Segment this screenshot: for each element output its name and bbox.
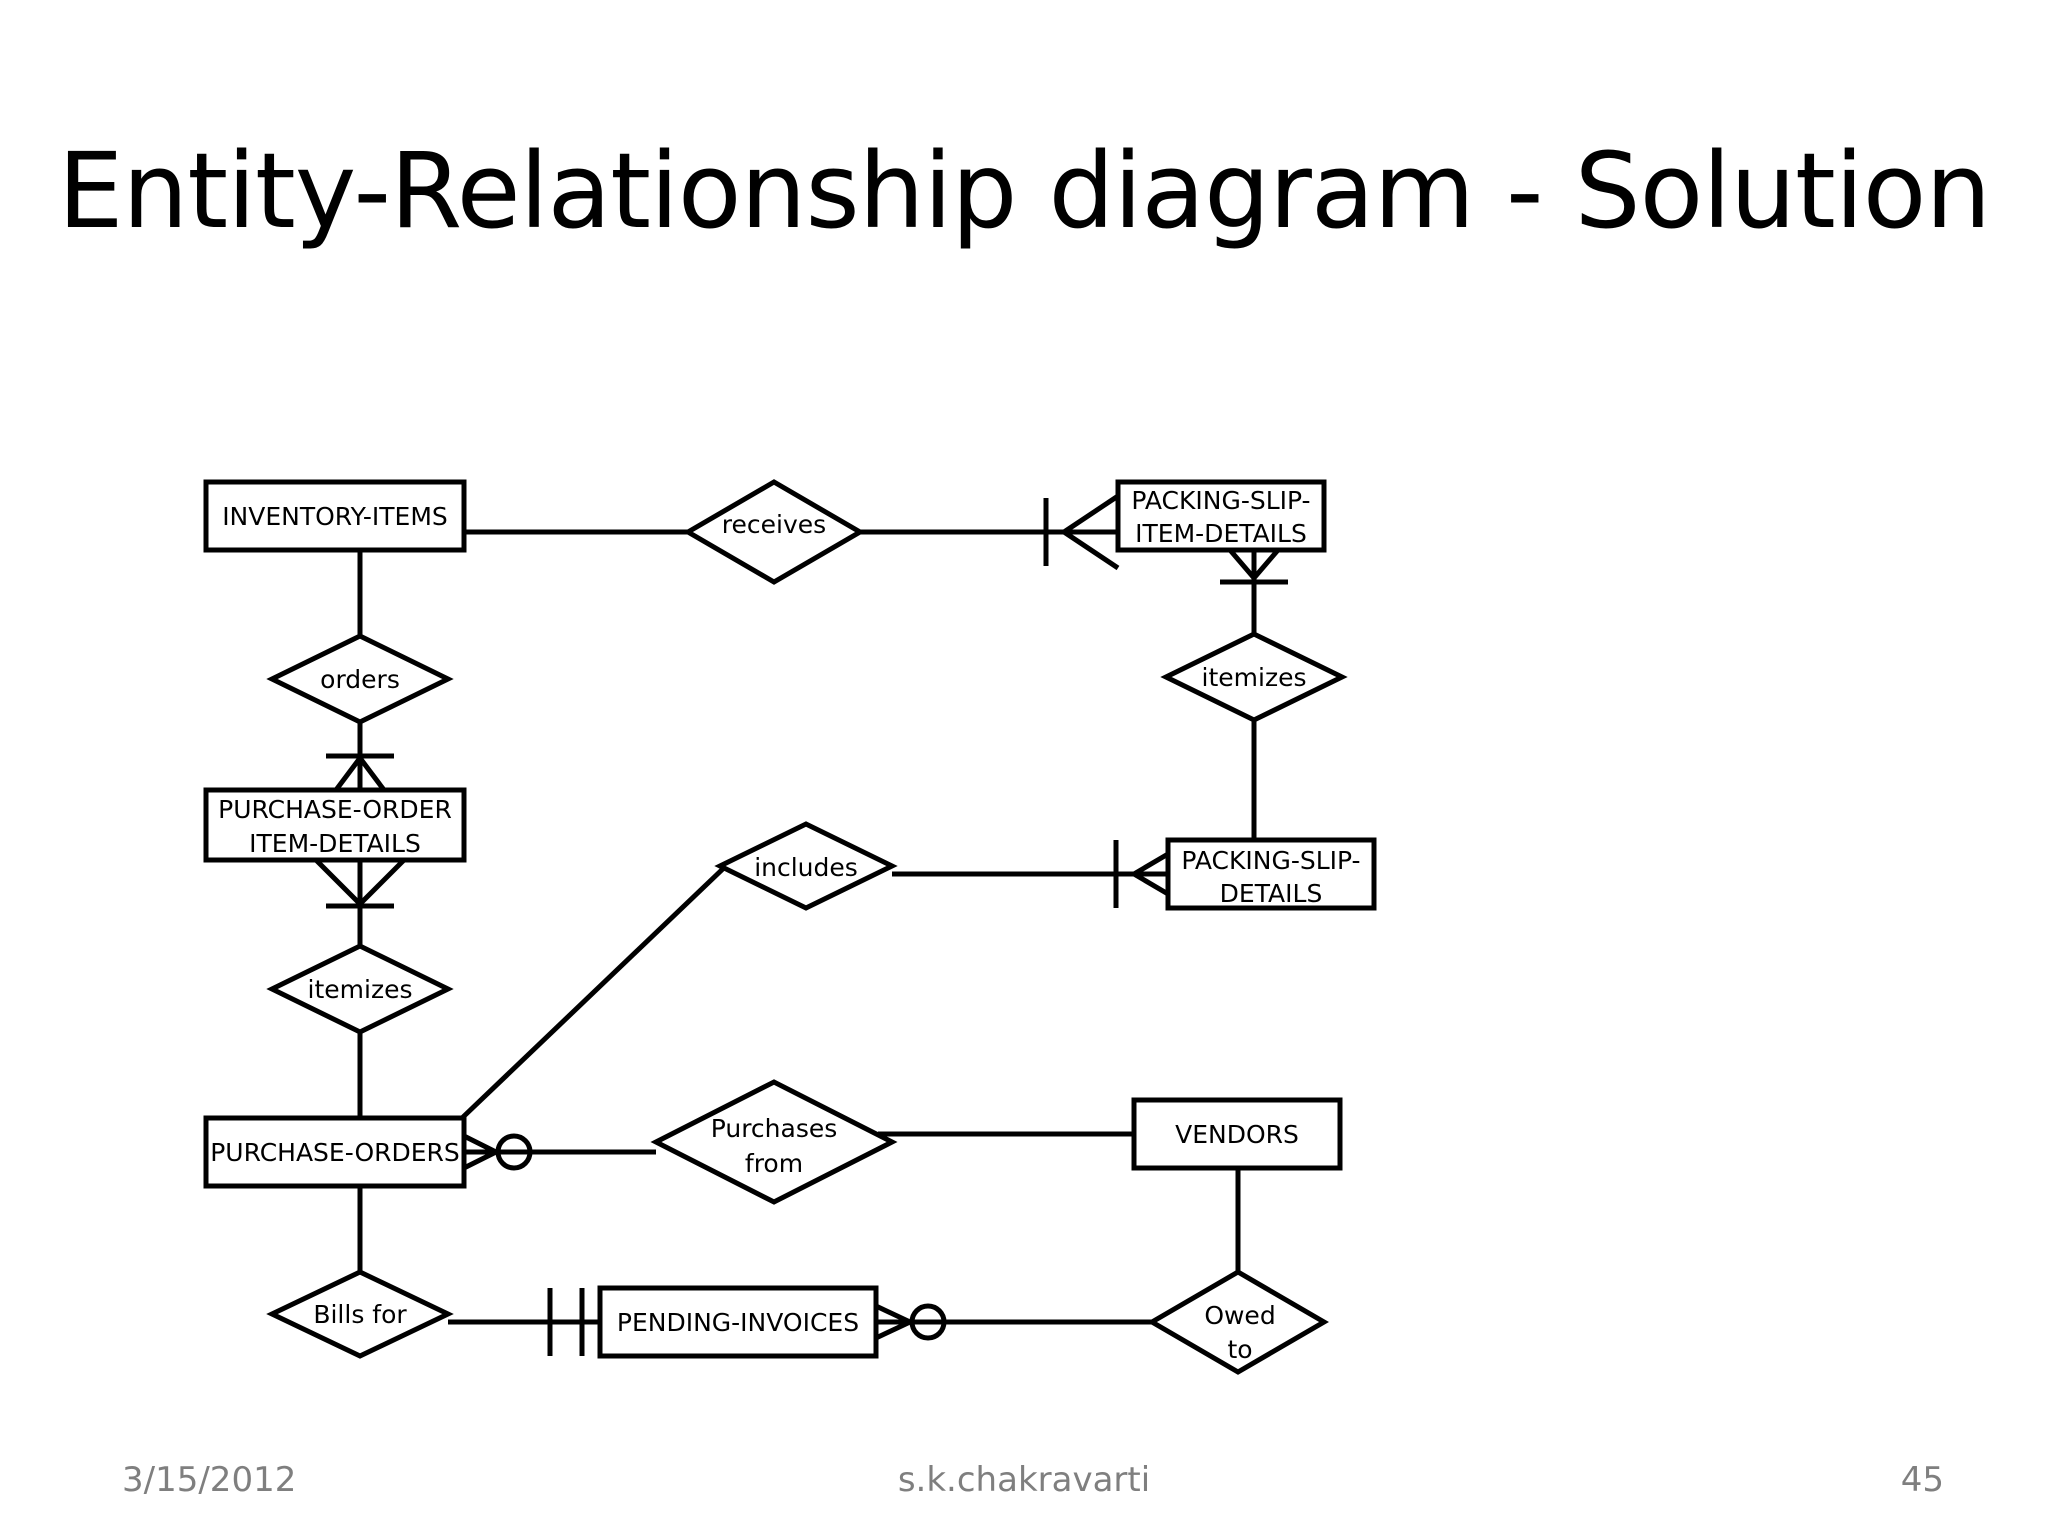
relationship-label-line-1: Owed [1204, 1301, 1275, 1330]
entity-label: PURCHASE-ORDERS [210, 1138, 460, 1167]
relationship-purchases-from: Purchases from [650, 1079, 898, 1205]
footer-date: 3/15/2012 [122, 1460, 297, 1500]
relationship-label: receives [722, 510, 826, 539]
entity-label: PENDING-INVOICES [617, 1308, 859, 1337]
entity-label-line-2: ITEM-DETAILS [249, 829, 421, 858]
relationship-label: orders [320, 665, 400, 694]
entity-label-line-1: PURCHASE-ORDER [218, 795, 452, 824]
entity-label-line-2: ITEM-DETAILS [1135, 519, 1307, 548]
entity-purchase-order-item-details: PURCHASE-ORDER ITEM-DETAILS [203, 787, 467, 863]
relationship-receives: receives [683, 479, 865, 585]
entity-inventory-items: INVENTORY-ITEMS [203, 479, 467, 553]
connectors [357, 529, 1257, 1325]
entities: INVENTORY-ITEMS PACKING-SLIP- ITEM-DETAI… [203, 479, 1377, 1359]
relationship-bills-for: Bills for [266, 1269, 454, 1359]
entity-pending-invoices: PENDING-INVOICES [597, 1285, 879, 1359]
relationship-includes: includes [714, 821, 898, 911]
relationship-label-line-2: to [1227, 1335, 1252, 1364]
relationship-itemizes-packing: itemizes [1160, 631, 1348, 723]
relationships: receives orders itemizes includes itemiz… [266, 479, 1348, 1375]
entity-packing-slip-item-details: PACKING-SLIP- ITEM-DETAILS [1115, 479, 1327, 553]
slide-title: Entity-Relationship diagram - Solution [57, 130, 1992, 252]
relationship-label-line-1: Purchases [711, 1114, 838, 1143]
cardinality-one-or-many [1113, 840, 1170, 908]
cardinality-zero-or-many [874, 1303, 947, 1341]
entity-label: INVENTORY-ITEMS [222, 502, 448, 531]
page-number: 45 [1900, 1460, 1944, 1500]
entity-label-line-1: PACKING-SLIP- [1131, 486, 1310, 515]
relationship-label: includes [754, 853, 858, 882]
cardinality-exactly-one [547, 1288, 585, 1356]
cardinality-markers [314, 493, 1288, 1356]
entity-label: VENDORS [1175, 1120, 1299, 1149]
relationship-label: itemizes [1202, 663, 1307, 692]
entity-vendors: VENDORS [1131, 1097, 1343, 1171]
relationship-itemizes-purchase: itemizes [266, 943, 454, 1035]
relationship-label: itemizes [308, 975, 413, 1004]
cardinality-one-or-many [314, 858, 406, 909]
relationship-owed-to: Owed to [1147, 1269, 1329, 1375]
cardinality-one-or-many [1220, 548, 1288, 585]
cardinality-zero-or-many [462, 1133, 533, 1171]
footer-author: s.k.chakravarti [897, 1460, 1151, 1500]
relationship-label: Bills for [313, 1300, 407, 1329]
relationship-label-line-2: from [745, 1149, 803, 1178]
cardinality-one-or-many [326, 753, 394, 792]
entity-packing-slip-details: PACKING-SLIP- DETAILS [1165, 837, 1377, 911]
relationship-orders: orders [266, 633, 454, 725]
entity-label-line-2: DETAILS [1220, 879, 1323, 908]
entity-purchase-orders: PURCHASE-ORDERS [203, 1115, 467, 1189]
connector-po-includes [460, 862, 730, 1120]
entity-label-line-1: PACKING-SLIP- [1181, 846, 1360, 875]
cardinality-one-or-many [1043, 493, 1120, 571]
